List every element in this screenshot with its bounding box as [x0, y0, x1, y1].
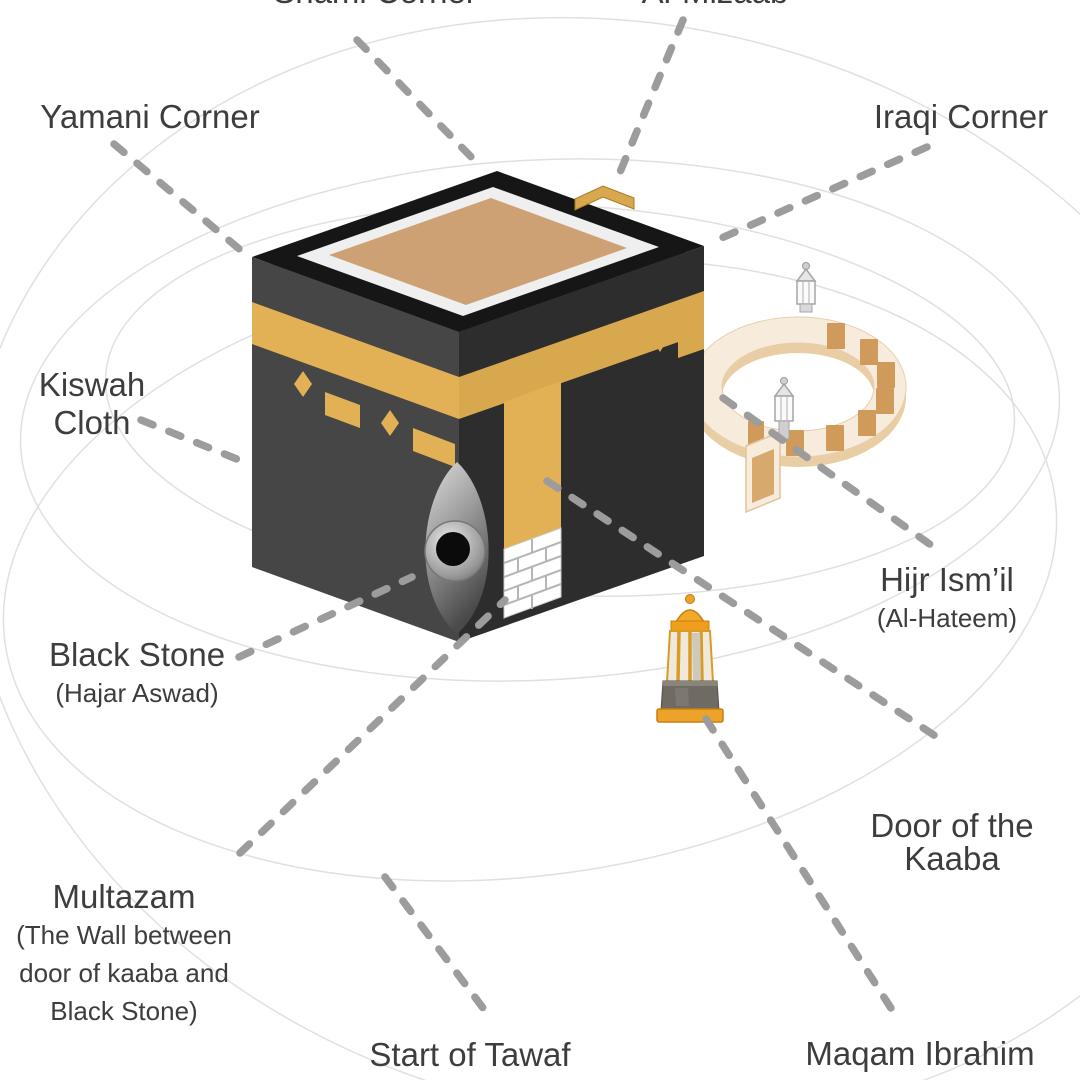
label-iraqi-corner: Iraqi Corner	[873, 98, 1049, 135]
mizab-icon	[574, 185, 635, 211]
leader-kiswah-cloth	[137, 416, 248, 466]
label-black-stone: Black Stone (Hajar Aswad)	[48, 636, 226, 708]
label-multazam: Multazam (The Wall between door of kaaba…	[16, 878, 232, 1026]
leader-al-mizaab	[614, 16, 687, 181]
leader-multazam	[236, 596, 509, 857]
leader-door	[543, 477, 947, 745]
leader-hijr-ismil	[719, 394, 942, 554]
kaaba-illustration	[252, 171, 704, 642]
leader-black-stone	[235, 573, 416, 661]
maqam-ibrahim-lantern-icon	[656, 594, 724, 723]
brick-base	[503, 527, 562, 619]
hijr-wall-illustration	[689, 262, 907, 514]
black-stone-icon	[424, 462, 489, 634]
kiswah-gold-band	[252, 291, 704, 467]
label-al-mizaab: Al-Mizaab	[642, 0, 789, 11]
label-door-of-kaaba: Door of the Kaaba	[870, 807, 1034, 877]
label-maqam-ibrahim: Maqam Ibrahim	[805, 1035, 1035, 1072]
wall-lantern-icon	[773, 377, 795, 440]
leader-yamani-corner	[110, 140, 254, 262]
leader-maqam-ibrahim	[702, 715, 900, 1020]
wall-lantern-icon	[795, 262, 817, 313]
leader-start-tawaf	[381, 873, 496, 1024]
label-hijr-ismil: Hijr Ism’il (Al-Hateem)	[876, 561, 1018, 633]
hijr-wall-panels	[748, 323, 895, 456]
leader-lines	[110, 16, 947, 1024]
leader-shami-corner	[353, 36, 485, 171]
kaaba-door	[504, 381, 561, 549]
label-kiswah-cloth: Kiswah Cloth	[38, 366, 146, 441]
label-start-of-tawaf: Start of Tawaf	[369, 1036, 571, 1073]
label-yamani-corner: Yamani Corner	[40, 98, 260, 135]
label-shami-corner: Shami Corner	[273, 0, 477, 11]
leader-iraqi-corner	[713, 143, 931, 244]
